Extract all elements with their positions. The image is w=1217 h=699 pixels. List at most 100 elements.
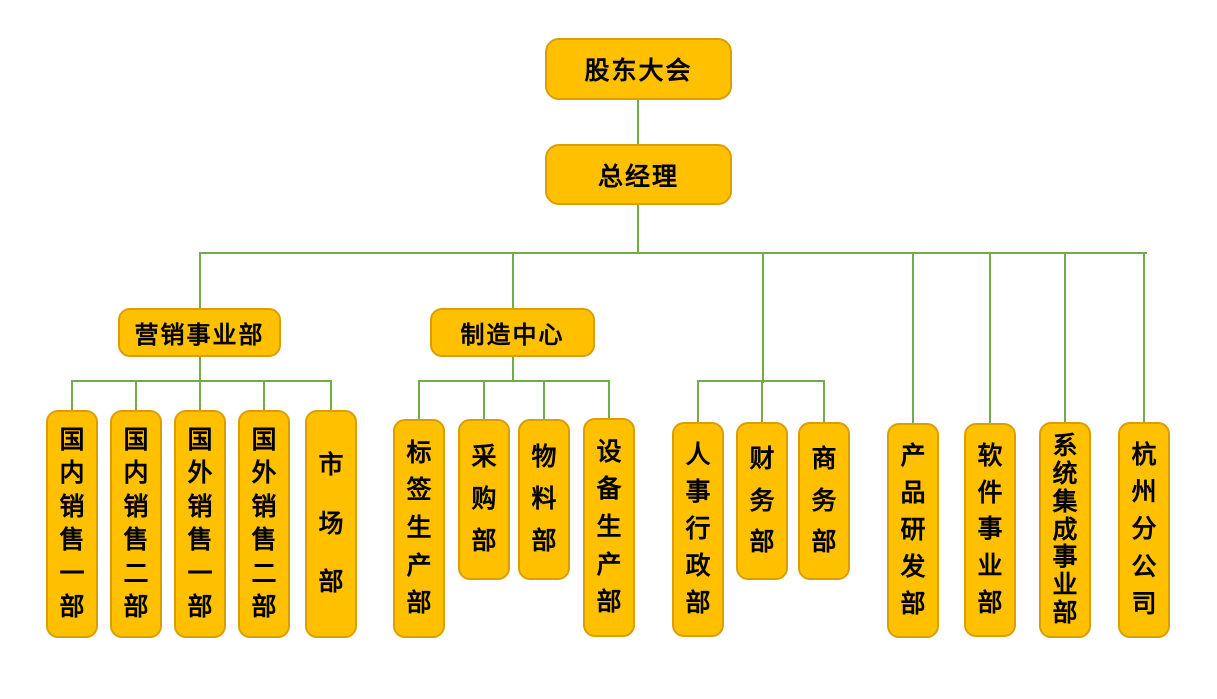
connector-drop-hangzhou-branch — [1143, 252, 1145, 423]
node-marketing-division: 营销事业部 — [118, 308, 281, 357]
vertical-char: 事 — [977, 516, 1003, 544]
vertical-char: 销 — [251, 493, 277, 521]
vertical-char: 产 — [406, 552, 432, 580]
vertical-char: 务 — [749, 487, 775, 515]
vertical-char: 设 — [596, 438, 622, 466]
vertical-char: 部 — [318, 569, 344, 597]
vertical-char: 售 — [123, 527, 149, 555]
node-shareholders-meeting: 股东大会 — [545, 38, 732, 100]
vertical-char: 集 — [1052, 488, 1078, 516]
node-manufacturing-center: 制造中心 — [430, 308, 595, 357]
vertical-char: 料 — [531, 486, 557, 513]
connector-drop-hr-admin-dept — [697, 380, 699, 423]
vertical-char: 统 — [1052, 460, 1078, 488]
node-label-production-dept: 标签生产部 — [393, 419, 445, 638]
vertical-char: 国 — [187, 426, 213, 454]
connector-drop-market-dept — [330, 380, 332, 411]
connector-drop-manufacturing-center — [512, 252, 514, 309]
vertical-char: 签 — [406, 477, 432, 505]
vertical-char: 部 — [123, 594, 149, 622]
vertical-char: 内 — [59, 460, 85, 488]
connector-drop-software-division — [989, 252, 991, 423]
vertical-char: 部 — [531, 528, 557, 555]
node-overseas-sales-dept-2: 国外销售二部 — [238, 410, 290, 638]
node-materials-dept: 物料部 — [518, 419, 570, 580]
vertical-char: 分 — [1131, 516, 1157, 544]
vertical-char: 内 — [123, 460, 149, 488]
connector-manufacturing-subline — [418, 380, 610, 382]
vertical-char: 研 — [900, 517, 926, 544]
vertical-char: 生 — [406, 514, 432, 542]
vertical-char: 一 — [187, 560, 213, 588]
vertical-char: 售 — [59, 527, 85, 555]
vertical-char: 销 — [59, 493, 85, 521]
connector-drop-admin-group — [762, 252, 764, 383]
vertical-char: 公 — [1131, 553, 1157, 581]
node-general-manager: 总经理 — [545, 144, 732, 205]
vertical-char: 采 — [471, 444, 497, 471]
vertical-char: 外 — [187, 460, 213, 488]
vertical-char: 件 — [977, 479, 1003, 507]
vertical-char: 生 — [596, 513, 622, 541]
connector-drop-system-integration-division — [1064, 252, 1066, 423]
connector-drop-purchasing-dept — [483, 380, 485, 420]
node-hangzhou-branch: 杭州分公司 — [1118, 422, 1170, 638]
vertical-char: 务 — [811, 487, 837, 515]
vertical-char: 产 — [596, 551, 622, 579]
vertical-char: 司 — [1131, 590, 1157, 618]
vertical-char: 部 — [251, 594, 277, 622]
node-purchasing-dept: 采购部 — [458, 419, 510, 580]
connector-marketing-subline — [71, 380, 332, 382]
vertical-char: 二 — [123, 560, 149, 588]
connector-drop-materials-dept — [543, 380, 545, 420]
connector-drop-label-production-dept — [418, 380, 420, 420]
connector-drop-overseas-sales-1 — [199, 380, 201, 411]
vertical-char: 部 — [187, 594, 213, 622]
vertical-char: 部 — [749, 528, 775, 556]
vertical-char: 国 — [123, 426, 149, 454]
connector-drop-domestic-sales-2 — [135, 380, 137, 411]
vertical-char: 标 — [406, 439, 432, 467]
vertical-char: 部 — [471, 528, 497, 555]
node-finance-dept: 财务部 — [736, 422, 788, 580]
vertical-char: 售 — [187, 527, 213, 555]
vertical-char: 部 — [1052, 600, 1078, 628]
node-domestic-sales-dept-2: 国内销售二部 — [110, 410, 162, 638]
vertical-char: 二 — [251, 560, 277, 588]
connector-gm-to-mainline — [637, 204, 639, 254]
connector-drop-domestic-sales-1 — [71, 380, 73, 411]
vertical-char: 一 — [59, 560, 85, 588]
node-commerce-dept: 商务部 — [798, 422, 850, 580]
vertical-char: 产 — [900, 443, 926, 470]
vertical-char: 部 — [900, 591, 926, 618]
vertical-char: 部 — [596, 589, 622, 617]
vertical-char: 国 — [59, 426, 85, 454]
node-overseas-sales-dept-1: 国外销售一部 — [174, 410, 226, 638]
vertical-char: 系 — [1052, 432, 1078, 460]
vertical-char: 部 — [811, 528, 837, 556]
connector-shareholders-to-gm — [637, 99, 639, 145]
node-hr-admin-dept: 人事行政部 — [672, 422, 724, 637]
vertical-char: 业 — [977, 553, 1003, 581]
vertical-char: 商 — [811, 446, 837, 474]
vertical-char: 场 — [318, 510, 344, 538]
connector-manufacturing-to-subline — [512, 356, 514, 382]
vertical-char: 软 — [977, 442, 1003, 470]
vertical-char: 备 — [596, 476, 622, 504]
vertical-char: 销 — [187, 493, 213, 521]
vertical-char: 国 — [251, 426, 277, 454]
node-software-division: 软件事业部 — [964, 423, 1016, 637]
connector-drop-overseas-sales-2 — [263, 380, 265, 411]
connector-marketing-to-subline — [199, 356, 201, 382]
node-product-rd-dept: 产品研发部 — [887, 423, 939, 638]
vertical-char: 市 — [318, 451, 344, 479]
vertical-char: 州 — [1131, 479, 1157, 507]
node-domestic-sales-dept-1: 国内销售一部 — [46, 410, 98, 638]
vertical-char: 人 — [685, 442, 711, 469]
vertical-char: 外 — [251, 460, 277, 488]
node-market-dept: 市场部 — [305, 410, 357, 638]
vertical-char: 行 — [685, 516, 711, 543]
connector-drop-finance-dept — [761, 380, 763, 423]
vertical-char: 物 — [531, 444, 557, 471]
